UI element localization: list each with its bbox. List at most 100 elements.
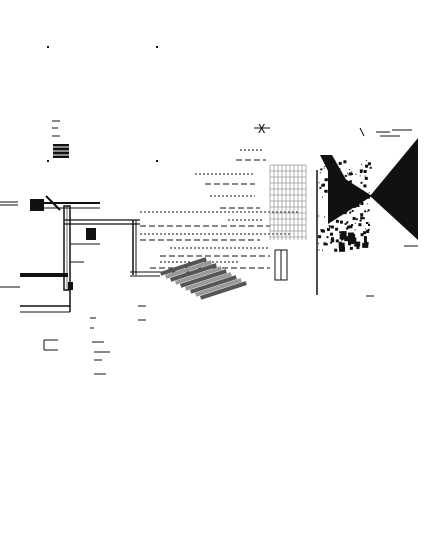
noise-dot xyxy=(352,217,356,220)
noise-dot xyxy=(350,173,353,175)
noise-dot xyxy=(353,204,357,208)
diagonal-bar xyxy=(195,278,242,297)
noise-dot xyxy=(338,205,339,206)
noise-dot xyxy=(322,196,323,198)
noise-dot xyxy=(330,232,333,236)
noise-dot xyxy=(365,237,367,239)
noise-dot xyxy=(330,239,332,241)
noise-dot xyxy=(347,174,349,176)
noise-dot xyxy=(344,197,346,199)
noise-dot xyxy=(318,182,320,184)
noise-dot xyxy=(366,222,368,224)
noise-dot xyxy=(355,173,357,175)
noise-dot xyxy=(367,228,370,231)
noise-dot xyxy=(343,160,347,164)
noise-dot xyxy=(323,167,325,169)
noise-dot xyxy=(332,192,335,195)
noise-dot xyxy=(322,249,323,251)
dither-noise xyxy=(318,160,372,252)
noise-block xyxy=(339,246,345,252)
diagonal-bar xyxy=(160,257,207,276)
noise-dot xyxy=(330,225,334,229)
noise-dot xyxy=(349,169,351,170)
noise-dot xyxy=(351,224,353,226)
noise-dot xyxy=(340,203,344,207)
noise-dot xyxy=(353,202,357,206)
noise-dot xyxy=(318,215,320,217)
noise-dot xyxy=(346,221,349,224)
noise-dot xyxy=(349,180,352,183)
noise-block xyxy=(340,231,347,237)
noise-dot xyxy=(331,239,335,243)
noise-dot xyxy=(324,166,326,167)
top-right-notes xyxy=(359,127,418,297)
noise-dot xyxy=(367,223,369,224)
noise-dot xyxy=(347,225,350,229)
noise-dot xyxy=(341,238,343,241)
noise-dot xyxy=(354,229,356,231)
noise-dot xyxy=(356,246,360,249)
noise-dot xyxy=(354,222,356,224)
noise-dot xyxy=(329,178,332,181)
noise-dot xyxy=(335,173,337,175)
noise-dot xyxy=(363,233,364,235)
grid-block xyxy=(269,164,307,240)
noise-dot xyxy=(360,202,364,205)
noise-dot xyxy=(356,204,360,207)
noise-dot xyxy=(331,215,334,218)
noise-dot xyxy=(324,216,326,218)
registration-mark xyxy=(47,160,49,162)
noise-dot xyxy=(335,227,339,231)
noise-dot xyxy=(340,195,342,197)
noise-dot xyxy=(328,225,330,227)
noise-dot xyxy=(330,201,334,205)
noise-block xyxy=(354,241,361,247)
noise-dot xyxy=(359,169,363,173)
noise-dot xyxy=(318,235,322,239)
noise-dot xyxy=(365,160,367,162)
noise-dot xyxy=(331,212,334,215)
noise-dot xyxy=(347,201,350,204)
noise-dot xyxy=(319,186,322,189)
noise-dot xyxy=(330,241,333,244)
noise-dot xyxy=(346,194,349,197)
noise-dot xyxy=(318,242,319,244)
noise-dot xyxy=(360,190,364,194)
noise-dot xyxy=(349,246,353,250)
noise-dot xyxy=(366,211,368,213)
noise-dot xyxy=(335,239,339,243)
noise-dot xyxy=(364,240,367,244)
noise-dot xyxy=(349,211,352,214)
noise-dot xyxy=(339,168,341,170)
diagonal-bar xyxy=(180,269,227,288)
noise-dot xyxy=(330,219,333,222)
noise-dot xyxy=(359,175,361,177)
noise-dot xyxy=(322,183,325,187)
noise-dot xyxy=(321,229,325,233)
x-marker-label: X xyxy=(258,122,266,136)
noise-block xyxy=(338,242,345,248)
noise-dot xyxy=(334,248,338,252)
noise-dot xyxy=(369,166,372,169)
noise-dot xyxy=(324,178,327,181)
ground-slab xyxy=(0,273,73,313)
noise-dot xyxy=(364,176,368,180)
noise-dot xyxy=(362,217,365,220)
noise-dot xyxy=(325,243,328,246)
noise-dot xyxy=(358,223,362,227)
noise-dot xyxy=(335,219,339,223)
hatch-column xyxy=(52,120,69,158)
grid-side-bars xyxy=(274,170,318,295)
noise-dot xyxy=(318,249,320,251)
noise-dot xyxy=(324,190,327,192)
noise-dot xyxy=(365,228,367,230)
noise-dot xyxy=(348,172,352,176)
noise-dot xyxy=(331,237,334,241)
diagonal-bar xyxy=(184,272,232,291)
noise-dot xyxy=(361,163,363,165)
noise-block xyxy=(362,242,369,248)
noise-block xyxy=(349,234,356,239)
noise-dot xyxy=(348,180,352,184)
